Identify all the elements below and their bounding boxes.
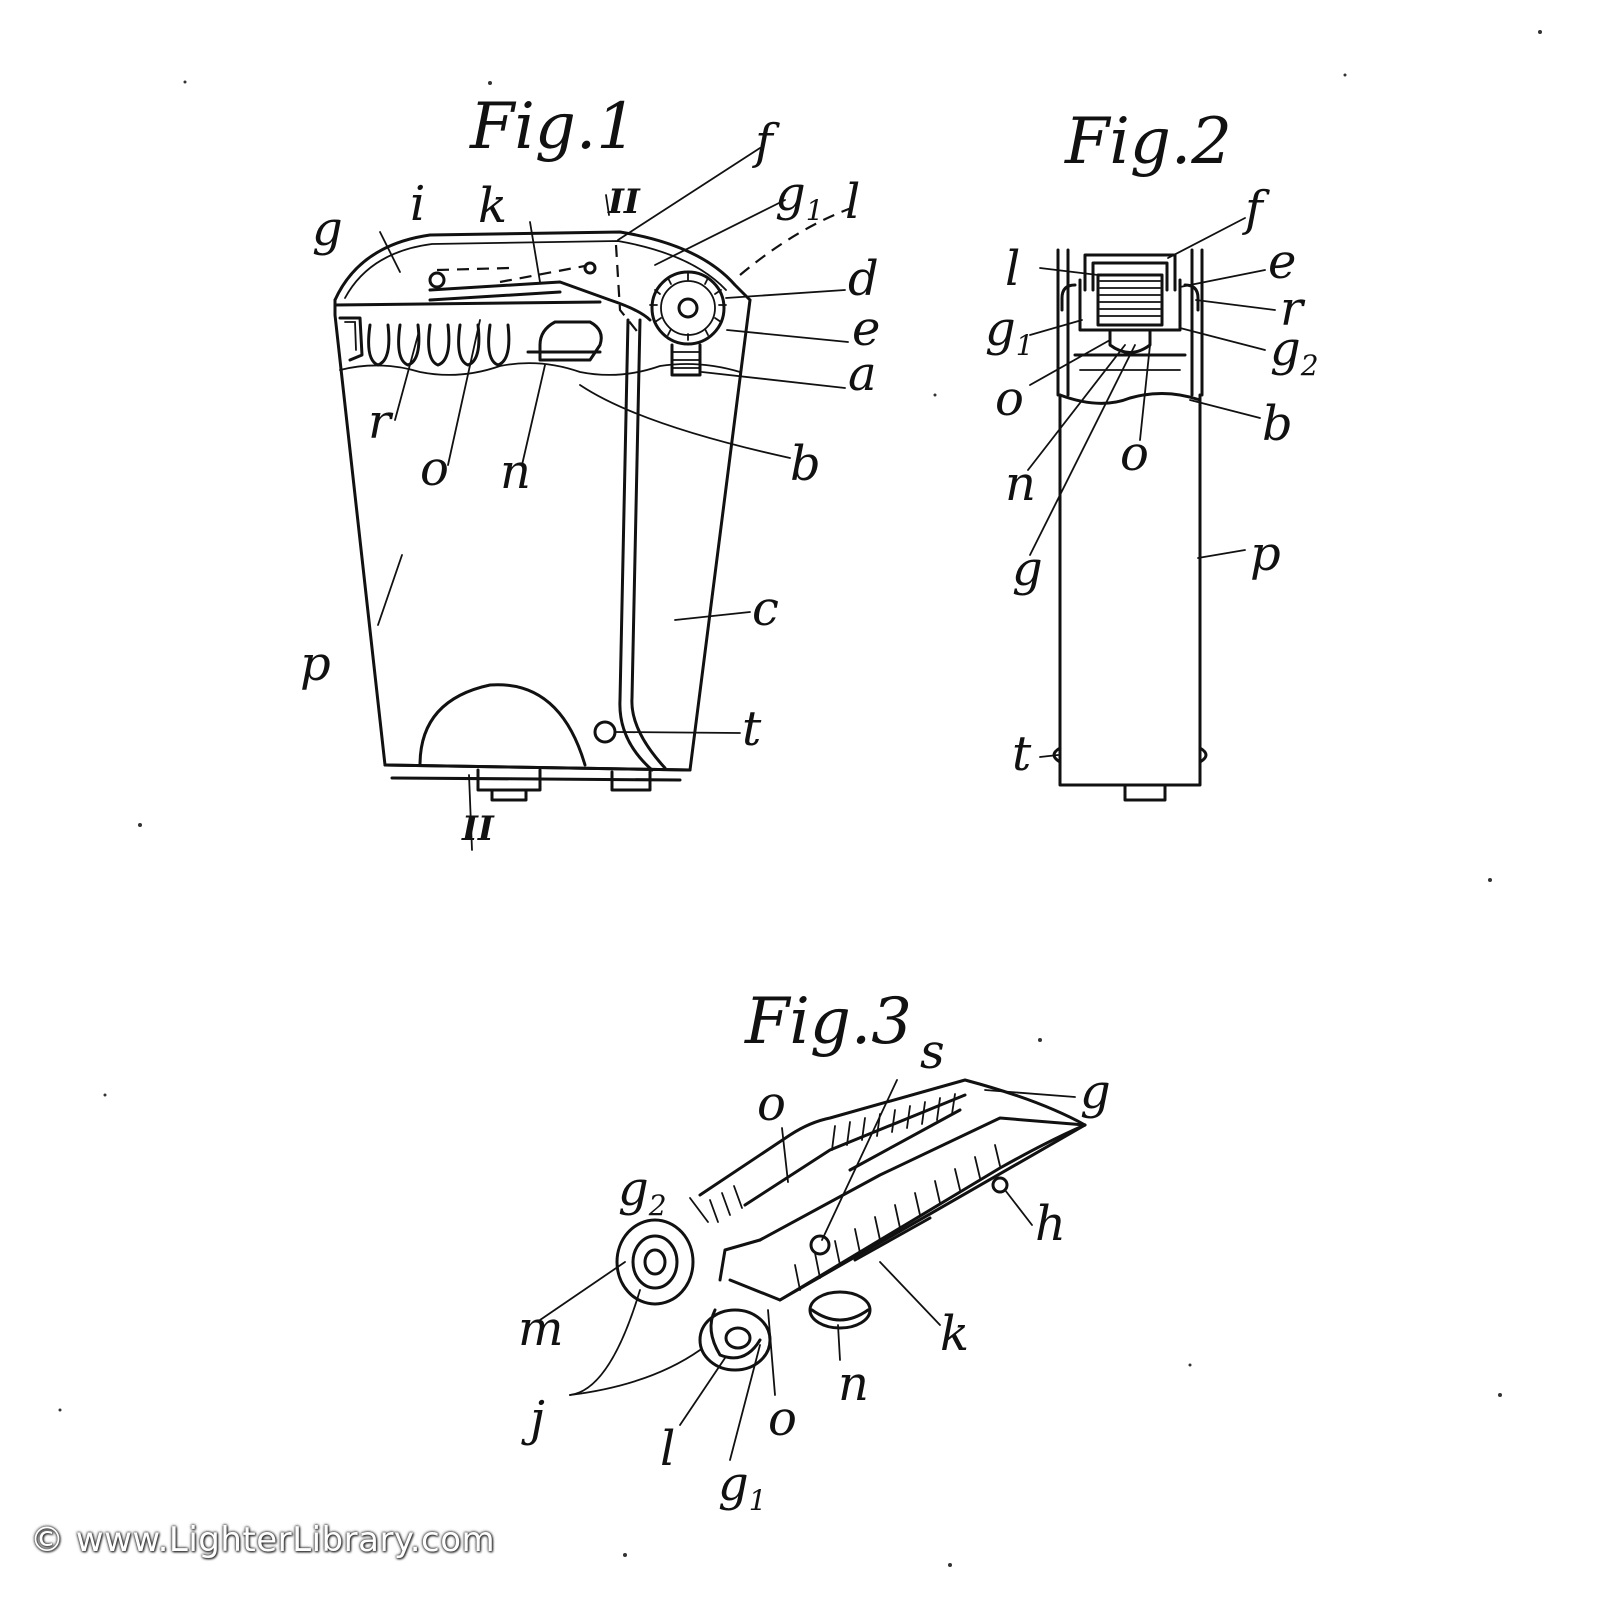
fig1-label-k: k <box>478 178 508 234</box>
fig3-drawing <box>539 1078 1087 1461</box>
fig1-label-p: p <box>300 636 331 692</box>
fig3-label-j: j <box>530 1391 545 1447</box>
fig3-label-g1-letter: g <box>718 1456 749 1512</box>
fig1-label-t: t <box>742 701 762 757</box>
fig2-label-g1-sub: 1 <box>1015 329 1034 362</box>
fig1-label-g1: g1 <box>775 170 824 225</box>
fig2-label-l: l <box>1005 241 1021 297</box>
fig1-drawing <box>333 147 861 851</box>
fig2-label-g1: g1 <box>985 305 1034 360</box>
fig2-label-g: g <box>1012 541 1043 597</box>
fig1-label-r: r <box>368 394 391 450</box>
fig2-label-f: f <box>1245 181 1263 237</box>
fig3-label-h: h <box>1035 1196 1066 1252</box>
fig3-label-k: k <box>940 1306 970 1362</box>
fig2-label-p: p <box>1250 526 1281 582</box>
fig2-label-g1-letter: g <box>985 301 1016 357</box>
scan-specks <box>58 30 1542 1567</box>
fig2-label-g2: g2 <box>1270 325 1319 380</box>
fig2-label-g2-letter: g <box>1270 321 1301 377</box>
fig2-label-o-mid: o <box>1120 426 1149 482</box>
fig1-label-b: b <box>790 436 821 492</box>
fig2-label-t: t <box>1012 726 1032 782</box>
fig3-label-l: l <box>660 1421 676 1477</box>
fig2-label-b: b <box>1262 396 1293 452</box>
fig1-section-top: II <box>608 182 640 222</box>
fig3-label-g2-sub: 2 <box>648 1189 667 1222</box>
fig2-drawing <box>1027 217 1276 802</box>
fig3-label-s: s <box>920 1024 945 1080</box>
fig1-label-l: l <box>845 174 861 230</box>
fig1-title: Fig.1 <box>470 90 637 164</box>
fig2-label-r: r <box>1280 281 1303 337</box>
fig1-label-c: c <box>752 581 779 637</box>
fig3-label-o-bottom: o <box>768 1391 797 1447</box>
fig1-section-bottom: II <box>462 809 494 849</box>
fig3-label-g1-sub: 1 <box>748 1484 767 1517</box>
fig1-label-g: g <box>312 201 343 257</box>
fig2-title: Fig.2 <box>1065 105 1232 179</box>
fig3-label-o-top: o <box>757 1076 786 1132</box>
fig3-label-g1: g1 <box>718 1460 767 1515</box>
fig1-label-a: a <box>848 346 877 402</box>
fig2-label-e: e <box>1268 234 1297 290</box>
fig3-label-g: g <box>1080 1064 1111 1120</box>
fig1-label-i: i <box>410 176 426 232</box>
fig1-label-d: d <box>848 251 879 307</box>
watermark: © www.LighterLibrary.com <box>30 1520 496 1560</box>
fig1-label-g1-sub: 1 <box>805 194 824 227</box>
fig2-label-n: n <box>1005 456 1036 512</box>
fig3-title: Fig.3 <box>745 985 912 1059</box>
fig3-label-g2-letter: g <box>618 1161 649 1217</box>
fig1-label-n: n <box>500 444 531 500</box>
fig3-label-n: n <box>838 1356 869 1412</box>
fig1-label-o: o <box>420 441 449 497</box>
fig3-label-g2: g2 <box>618 1165 667 1220</box>
fig2-label-o-left: o <box>995 371 1024 427</box>
fig2-label-g2-sub: 2 <box>1300 349 1319 382</box>
fig1-label-f: f <box>755 114 773 170</box>
fig1-label-g1-letter: g <box>775 166 806 222</box>
fig1-label-e: e <box>852 301 881 357</box>
fig3-label-m: m <box>518 1301 564 1357</box>
